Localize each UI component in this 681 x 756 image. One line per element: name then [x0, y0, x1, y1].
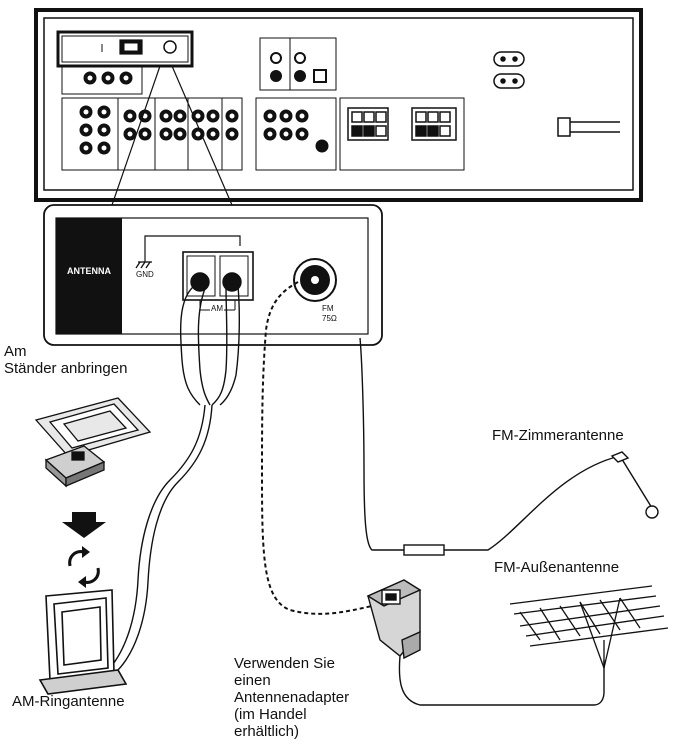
power-cord	[557, 117, 620, 137]
adapter-label-line4: (im Handel	[234, 706, 307, 723]
receiver-rear-panel	[34, 8, 643, 202]
adapter-label-line5: erhältlich)	[234, 723, 300, 740]
antenna-label-box	[56, 218, 122, 334]
adapter-label-line2: einen	[234, 672, 271, 689]
fm-indoor-antenna-label: FM-Zimmerantenne	[492, 427, 624, 444]
fm-dashed-cable	[260, 281, 373, 615]
fm-indoor-antenna	[359, 337, 659, 556]
zoom-lines	[111, 65, 233, 206]
stand-label-line2: Ständer anbringen	[4, 360, 128, 377]
antenna-label: ANTENNA	[67, 266, 111, 276]
ac-outlets	[493, 51, 525, 89]
fm-outdoor-antenna-label: FM-Außenantenne	[494, 559, 620, 576]
am-terminal-label: AM	[210, 304, 224, 313]
am-loop-antenna-mounted	[34, 397, 152, 488]
antenna-adapter	[366, 579, 605, 706]
adapter-label-line3: Antennenadapter	[234, 689, 350, 706]
arrow-down-icon	[62, 512, 106, 538]
fm-terminal-label-line1: FM	[322, 304, 334, 313]
rotate-icon	[68, 546, 100, 588]
stand-label-line1: Am	[4, 343, 27, 360]
antenna-panel-enlarged	[43, 204, 383, 346]
speaker-terminals	[347, 107, 457, 141]
am-loop-antenna-label: AM-Ringantenne	[12, 693, 125, 710]
fm-terminal-label-line2: 75Ω	[322, 314, 337, 323]
fm-outdoor-antenna	[509, 585, 669, 669]
gnd-label: GND	[136, 270, 154, 279]
gnd-symbol-icon	[135, 261, 152, 269]
am-lead-wires	[109, 272, 242, 671]
adapter-label-line1: Verwenden Sie	[234, 655, 335, 672]
am-loop-antenna-standing	[38, 589, 128, 695]
